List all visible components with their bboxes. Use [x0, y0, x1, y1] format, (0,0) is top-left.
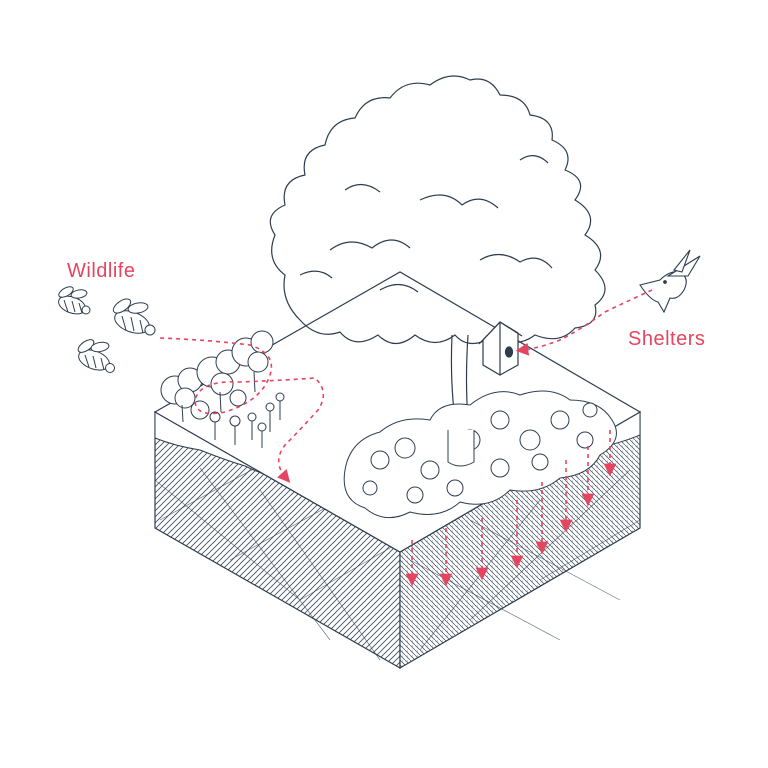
flow-arrow-icon [159, 337, 325, 483]
bee-icon [112, 298, 156, 336]
soil-grid-lines [154, 459, 641, 661]
bee-icon [58, 286, 91, 315]
flower-icon [275, 392, 285, 420]
birdhouse-entrance [504, 346, 514, 358]
flower-icon [247, 412, 257, 440]
birdhouse-icon [478, 321, 523, 376]
flower-icon [257, 422, 267, 448]
shelters-label: Shelters [628, 328, 705, 350]
bee-icon [77, 339, 115, 373]
shrub-icon [190, 389, 247, 420]
flower-cluster [209, 392, 285, 448]
flow-arrow-icon [515, 289, 653, 356]
wildlife-label: Wildlife [67, 260, 135, 282]
flower-icon [229, 415, 241, 445]
flower-icon [265, 402, 275, 432]
bee-cluster [58, 286, 156, 373]
hummingbird-icon [639, 249, 701, 314]
ground-cover [343, 390, 617, 519]
shrub-icon [160, 367, 203, 423]
flow-arrows [159, 289, 653, 587]
flower-icon [209, 411, 221, 440]
